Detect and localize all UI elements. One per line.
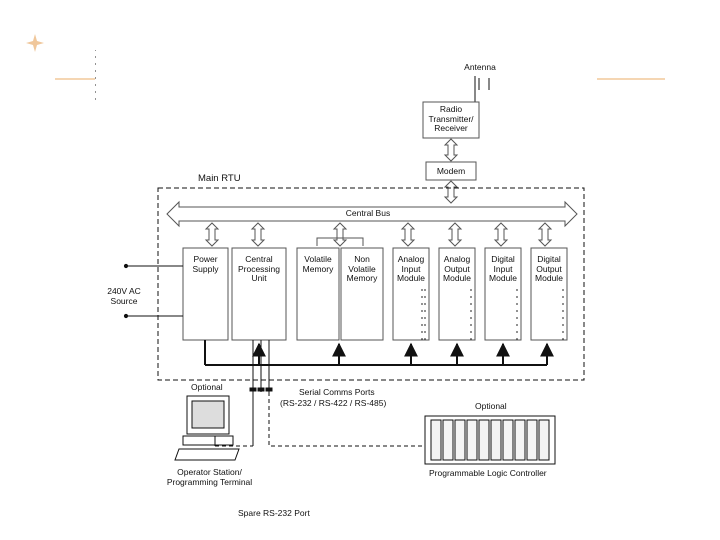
optional-left-label: Optional: [191, 382, 223, 392]
operator-station-label: Operator Station/ Programming Terminal: [166, 467, 253, 487]
antenna-label: Antenna: [464, 62, 496, 72]
spare-port-label: Spare RS-232 Port: [238, 508, 310, 518]
central-bus: [166, 200, 578, 228]
modem-label: Modem: [436, 166, 466, 176]
cpu-label: Central Processing Unit: [237, 254, 281, 283]
power-rail: [204, 340, 547, 366]
sparkle-icon: [26, 34, 44, 52]
non-volatile-memory-label: Non Volatile Memory: [346, 254, 378, 283]
rtu-block-diagram: Antenna Radio Transmitter/ Receiver Mode…: [95, 50, 597, 530]
antenna-icon: [474, 76, 490, 102]
cpu-box: [231, 247, 287, 341]
io-terminal-dots: [95, 50, 564, 340]
ac-source-label: 240V AC Source: [107, 286, 141, 306]
analog-output-box: [438, 247, 476, 341]
power-supply-label: Power Supply: [192, 254, 219, 274]
memory-bus-link: [316, 237, 364, 246]
radio-box: [422, 101, 480, 139]
central-bus-label: Central Bus: [345, 208, 391, 218]
plc-label: Programmable Logic Controller: [429, 468, 547, 478]
digital-output-box: [530, 247, 568, 341]
power-supply-box: [182, 247, 229, 341]
computer-icon: [174, 395, 240, 461]
analog-input-box: [392, 247, 430, 341]
volatile-memory-box: [296, 247, 340, 341]
plc-icon: [424, 415, 556, 465]
modem-box: [425, 161, 477, 181]
diagram-drawing: [95, 50, 585, 465]
non-volatile-memory-box: [340, 247, 384, 341]
digital-input-box: [484, 247, 522, 341]
main-rtu-label: Main RTU: [198, 173, 241, 184]
volatile-memory-label: Volatile Memory: [302, 254, 334, 274]
serial-port-lines: [249, 340, 273, 446]
power-rail-arrows: [252, 342, 554, 365]
bus-module-links: [204, 222, 553, 247]
analog-input-label: Analog Input Module: [397, 254, 425, 283]
ac-source-wires: [123, 263, 183, 319]
radio-modem-link: [443, 138, 459, 204]
digital-output-label: Digital Output Module: [535, 254, 563, 283]
serial-ports-label: Serial Comms Ports: [299, 387, 375, 397]
optional-right-label: Optional: [475, 401, 507, 411]
module-boxes: [182, 247, 568, 341]
serial-ports-types: (RS-232 / RS-422 / RS-485): [280, 398, 387, 408]
analog-output-label: Analog Output Module: [443, 254, 471, 283]
optional-dashed-links: [215, 392, 425, 447]
main-rtu-frame: [157, 187, 585, 381]
radio-label: Radio Transmitter/ Receiver: [428, 104, 474, 133]
digital-input-label: Digital Input Module: [489, 254, 517, 283]
